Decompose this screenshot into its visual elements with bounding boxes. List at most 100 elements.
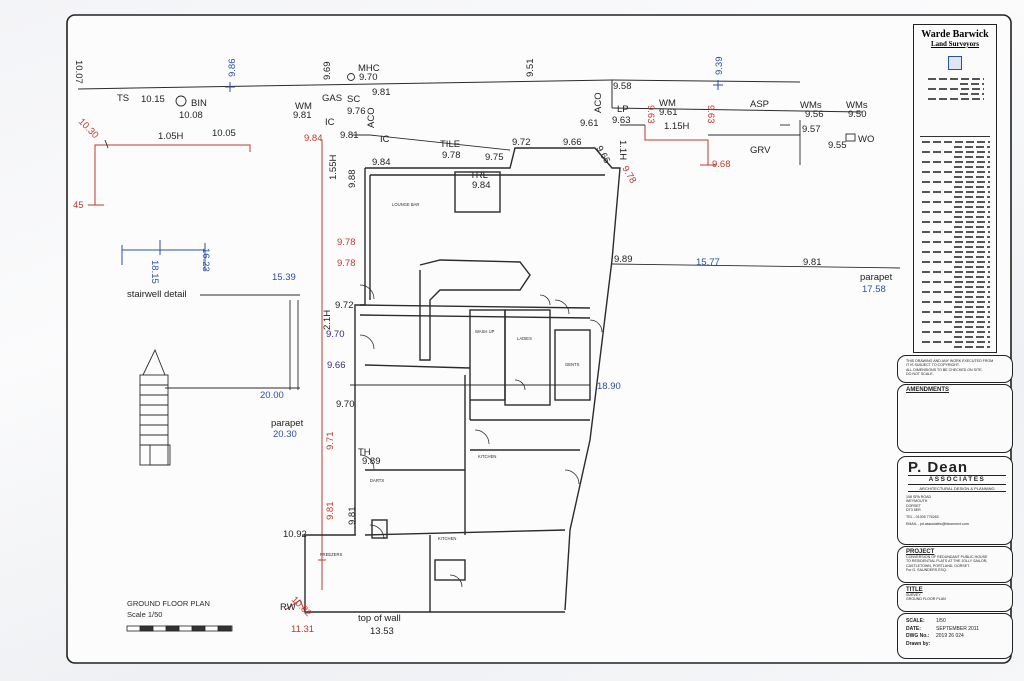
room-darts: DARTS (370, 478, 384, 483)
firm-name: P. Dean (908, 459, 969, 476)
level-45: 45 (73, 200, 84, 211)
top-of-wall-label: top of wall (358, 613, 401, 624)
level-9-39: 9.39 (714, 57, 725, 76)
firm-box: P. Dean ASSOCIATES ARCHITECTURAL DESIGN … (897, 456, 1013, 545)
room-lounge-bar: LOUNGE BAR (392, 202, 419, 207)
level-9-68: 9.68 (712, 159, 731, 170)
lp-label: LP (617, 104, 629, 115)
level-9-89: 9.89 (614, 254, 633, 265)
level-9-66b: 9.66 (327, 360, 346, 371)
wm-left-level: 9.81 (293, 110, 312, 121)
stair-dims (121, 240, 206, 270)
level-15-77: 15.77 (696, 257, 720, 268)
level-9-84b: 9.84 (304, 133, 323, 144)
level-9-63a: 9.63 (645, 105, 656, 124)
level-10-92: 10.92 (283, 529, 307, 540)
parapet-left-level: 20.30 (273, 429, 297, 440)
trl-label: TRL (470, 170, 488, 181)
surveyor-title-block: Warde Barwick Land Surveyors (913, 24, 997, 353)
amendments-heading: AMENDMENTS (906, 387, 949, 393)
level-9-58: 9.58 (613, 81, 632, 92)
wms-1-level: 9.56 (805, 109, 824, 120)
room-wash-up: WASH UP (475, 329, 495, 334)
ts-level: 10.15 (141, 94, 165, 105)
room-kitchen-1: KITCHEN (478, 454, 496, 459)
level-9-70a: 9.70 (326, 329, 345, 340)
level-18-90: 18.90 (597, 381, 621, 392)
dwg-value: 2019 26 024 (936, 633, 964, 639)
wm-left-label: WM (295, 101, 312, 112)
level-18-15: 18.15 (149, 260, 160, 284)
level-9-78b: 9.78 (337, 258, 356, 269)
level-20-00: 20.00 (260, 390, 284, 401)
parapet-right-level: 17.58 (862, 284, 886, 295)
copyright-line-2: IT IS SUBJECT TO COPYRIGHT. (906, 363, 960, 368)
site-boundary (77, 79, 863, 113)
drawn-row: Drawn by: (906, 641, 1012, 649)
dim-2-1h: 2.1H (322, 310, 333, 330)
tile-level: 9.78 (442, 150, 461, 161)
level-9-71: 9.71 (325, 432, 336, 451)
title-line-2: GROUND FLOOR PLAN (906, 597, 946, 602)
level-9-72b: 9.72 (335, 300, 354, 311)
ic-label: IC (325, 117, 335, 128)
level-9-81c: 9.81 (325, 502, 336, 521)
surveyor-address-lines (920, 78, 990, 100)
level-9-81d: 9.81 (347, 507, 358, 526)
project-box: PROJECT CONVERSION OF REDUNDANT PUBLIC H… (897, 546, 1013, 583)
stairwell-label: stairwell detail (127, 289, 187, 300)
wms-2-label: WMs (846, 100, 868, 111)
top-of-wall-level: 13.53 (370, 626, 394, 637)
dim-1-15h: 1.15H (664, 121, 689, 132)
title-line-1: SURVEY (906, 593, 921, 597)
project-heading: PROJECT (906, 549, 935, 555)
dim-1-1h: 1.1H (617, 140, 628, 160)
stairwell-sketch (139, 348, 171, 466)
project-line-1: CONVERSION OF REDUNDANT PUBLIC HOUSE (906, 555, 988, 559)
level-9-84a: 9.84 (372, 157, 391, 168)
level-9-57: 9.57 (802, 124, 821, 135)
level-9-72: 9.72 (512, 137, 531, 148)
level-9-61b: IC (380, 134, 390, 145)
copyright-line-1: THIS DRAWING AND ANY WORK EXECUTED FROM (906, 359, 994, 363)
copyright-box: THIS DRAWING AND ANY WORK EXECUTED FROM … (897, 355, 1013, 383)
copyright-line-3: ALL DIMENSIONS TO BE CHECKED ON SITE. (906, 367, 983, 372)
level-9-55: 9.55 (828, 140, 847, 151)
bin-level: 10.08 (179, 110, 203, 121)
level-9-88: 9.88 (347, 170, 358, 189)
tile-label: TILE (440, 139, 460, 150)
scale-row: SCALE: 1/50 (906, 618, 1012, 626)
dwg-key: DWG No.: (906, 633, 930, 639)
scale-bar (126, 625, 233, 632)
level-9-70b: 9.70 (336, 399, 355, 410)
trl-level: 9.84 (472, 180, 491, 191)
project-line-2: TO RESIDENTIAL FLATS AT THE JOLLY SAILOR… (906, 559, 988, 564)
level-9-78a: 9.78 (337, 237, 356, 248)
title-heading: TITLE (906, 587, 923, 593)
bin-label: BIN (191, 98, 207, 109)
wo-symbol-icon (845, 133, 856, 142)
scale-value: 1/50 (936, 618, 946, 624)
ts-label: TS (117, 93, 129, 104)
firm-services: ARCHITECTURAL DESIGN & PLANNING (908, 486, 1006, 492)
drawing-info-box: SCALE: 1/50 DATE: SEPTEMBER 2011 DWG No.… (897, 613, 1013, 659)
level-10-05: 10.05 (212, 128, 236, 139)
level-9-63b: 9.63 (705, 105, 716, 124)
wms-1-label: WMs (800, 100, 822, 111)
th-level: 9.89 (362, 456, 381, 467)
sc-level: 9.76 (347, 106, 366, 117)
parapet-left-label: parapet (271, 418, 304, 429)
th-label: TH (358, 447, 371, 458)
building-walls (304, 147, 621, 613)
firm-subtitle: ASSOCIATES (908, 475, 1006, 485)
surveyor-logo-icon (948, 56, 962, 70)
blue-ticks (225, 80, 723, 92)
level-10-07: 10.07 (73, 60, 84, 84)
firm-address-2: WEYMOUTH (906, 499, 928, 504)
surveyor-name: Warde Barwick (921, 29, 989, 40)
date-value: SEPTEMBER 2011 (936, 625, 979, 632)
mhc-level: 9.70 (359, 72, 378, 83)
wo-label: WO (858, 134, 874, 145)
title-box: TITLE SURVEY GROUND FLOOR PLAN (897, 584, 1013, 612)
parapet-right-label: parapet (860, 272, 893, 283)
